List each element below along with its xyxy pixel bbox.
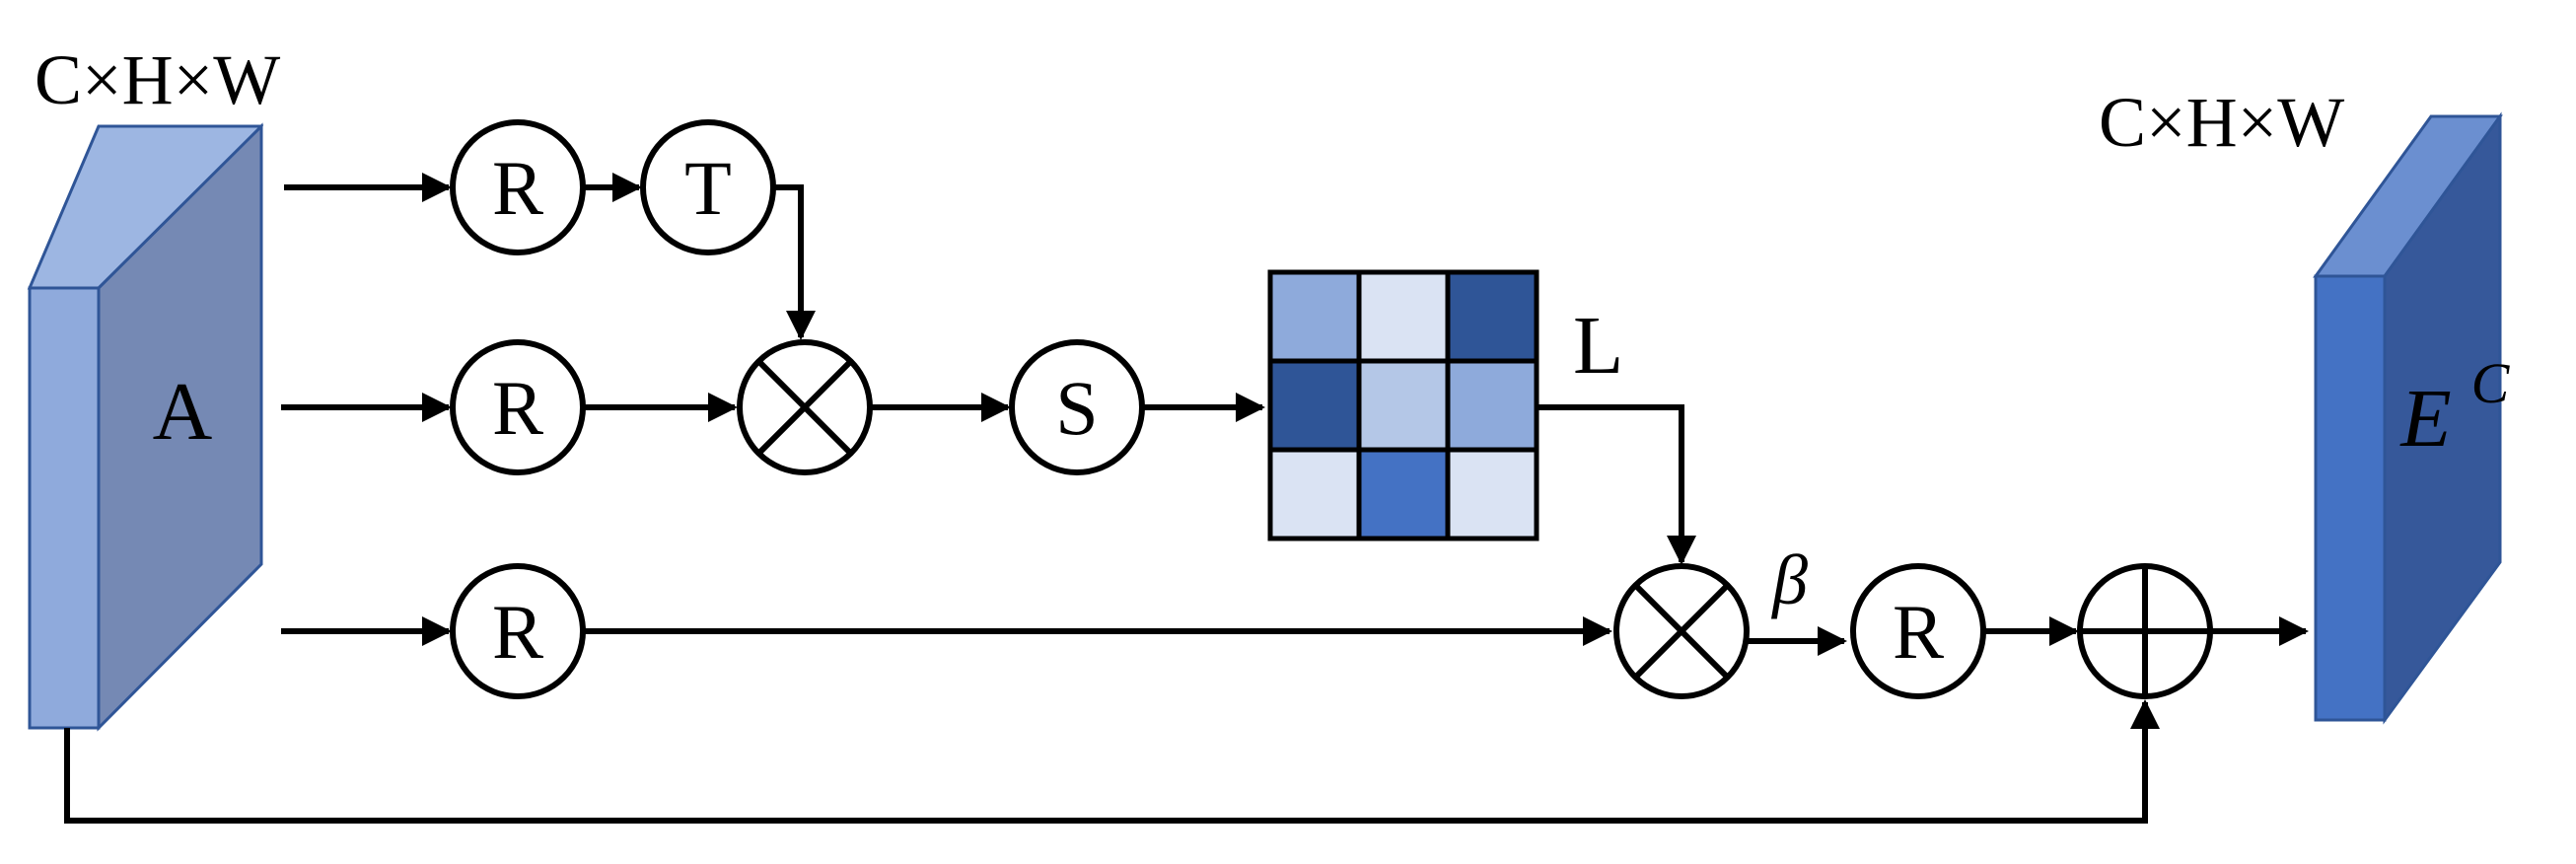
softmax-label: S bbox=[1055, 365, 1098, 451]
matrix-cell bbox=[1267, 358, 1362, 453]
matmul-node-top bbox=[737, 339, 873, 475]
transpose-label: T bbox=[684, 145, 732, 231]
input-tensor-label: A bbox=[153, 366, 213, 458]
output-tensor: E C bbox=[2313, 111, 2511, 725]
input-tensor-edge bbox=[28, 286, 101, 730]
arrow-t-to-mult-top bbox=[773, 184, 816, 340]
matrix-cell bbox=[1356, 447, 1451, 541]
add-node bbox=[2077, 563, 2213, 699]
matmul-node-bottom bbox=[1613, 563, 1750, 699]
matrix-label: L bbox=[1573, 300, 1623, 392]
attention-matrix bbox=[1267, 269, 1539, 541]
matrix-cell bbox=[1445, 269, 1539, 364]
reshape-mid-label: R bbox=[492, 365, 543, 451]
output-tensor-side-face bbox=[2383, 111, 2502, 725]
arrow-matrix-to-mult-bottom bbox=[1538, 404, 1696, 565]
reshape-top-label: R bbox=[492, 145, 543, 231]
output-tensor-superscript: C bbox=[2471, 351, 2511, 415]
matrix-cell bbox=[1445, 358, 1539, 453]
reshape-after-label: R bbox=[1893, 589, 1944, 675]
matrix-cell bbox=[1267, 269, 1362, 364]
output-tensor-label: E bbox=[2399, 373, 2451, 465]
matrix-cell bbox=[1356, 269, 1451, 364]
output-dims-label: C×H×W bbox=[2099, 83, 2344, 162]
matrix-cell bbox=[1445, 447, 1539, 541]
output-tensor-front-face bbox=[2314, 274, 2387, 722]
beta-label: β bbox=[1770, 540, 1808, 619]
input-dims-label: C×H×W bbox=[35, 40, 280, 119]
input-tensor: A bbox=[27, 122, 264, 732]
matrix-cell bbox=[1267, 447, 1362, 541]
skip-connection-arrow bbox=[64, 699, 2160, 824]
matrix-cell bbox=[1356, 358, 1451, 453]
reshape-bottom-label: R bbox=[492, 589, 543, 675]
